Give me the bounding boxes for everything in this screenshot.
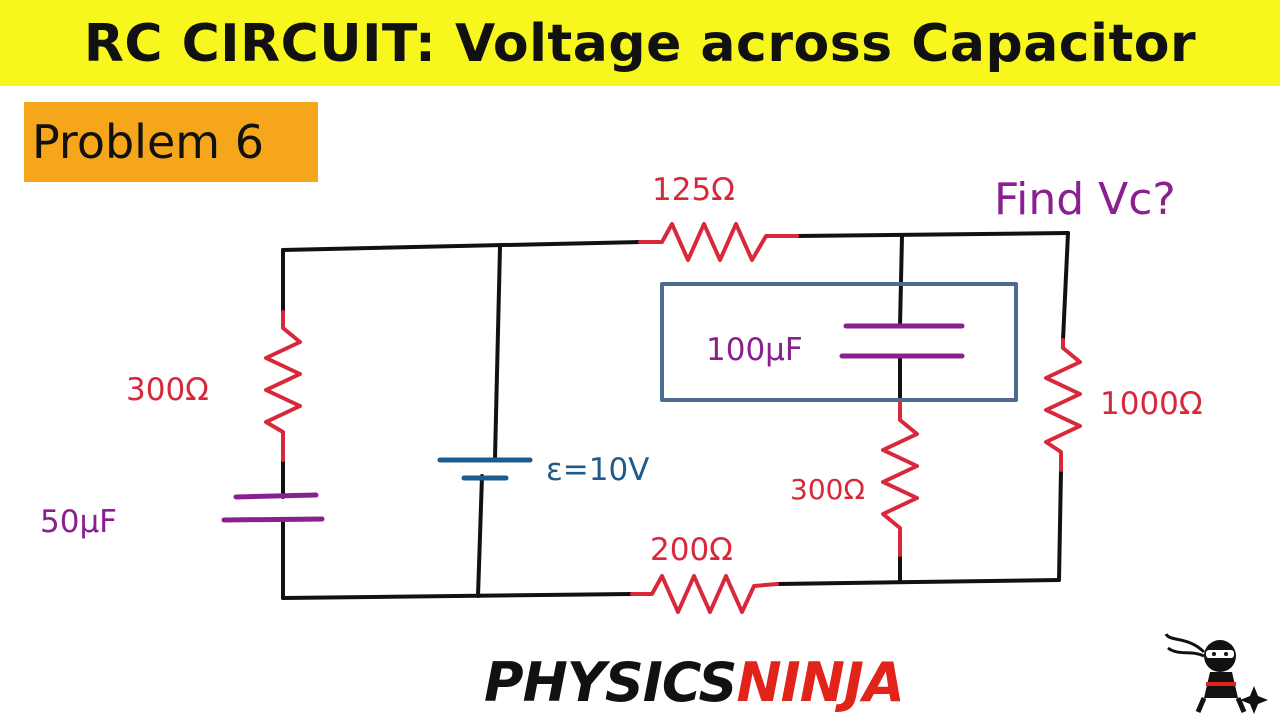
highlight-box	[660, 282, 1018, 402]
brand-part2: NINJA	[736, 651, 904, 714]
wire-top-right	[795, 231, 1070, 238]
brand-logo-text: PHYSICSNINJA	[484, 650, 905, 716]
label-battery: ε=10V	[546, 452, 650, 488]
wire-top-left	[281, 240, 642, 252]
wire-middle-top	[493, 245, 502, 460]
label-c-left: 50μF	[40, 504, 118, 540]
brand-part1: PHYSICS	[484, 651, 737, 714]
resistor-middle-300	[881, 398, 919, 557]
wire-right-bottom	[1057, 468, 1063, 582]
resistor-left-300	[264, 310, 302, 462]
label-r-left: 300Ω	[126, 372, 209, 408]
question-text: Find Vc?	[994, 174, 1176, 225]
title-bar	[0, 0, 1280, 86]
ninja-logo-icon	[1164, 633, 1268, 714]
problem-label: Problem 6	[32, 115, 264, 169]
capacitor-left-plate-top	[233, 492, 319, 500]
resistor-right-1000	[1044, 338, 1082, 472]
resistor-bottom-200	[630, 574, 779, 614]
wire-bottom-right	[775, 578, 1061, 586]
label-r-bottom: 200Ω	[650, 532, 733, 568]
wire-bottom-left	[281, 592, 634, 600]
wire-branch-top	[898, 234, 904, 328]
resistor-top-125	[638, 222, 799, 262]
wire-right-top	[1061, 231, 1070, 342]
problem-badge	[24, 102, 318, 182]
wire-middle-bottom	[476, 474, 484, 598]
page-title: RC CIRCUIT: Voltage across Capacitor	[83, 14, 1197, 74]
wires	[281, 231, 1070, 600]
label-r-right: 1000Ω	[1100, 386, 1203, 422]
capacitor-left-plate-bottom	[221, 516, 325, 523]
label-r-middle: 300Ω	[790, 473, 865, 506]
label-r-top: 125Ω	[652, 172, 735, 208]
label-c-middle: 100μF	[706, 332, 803, 368]
